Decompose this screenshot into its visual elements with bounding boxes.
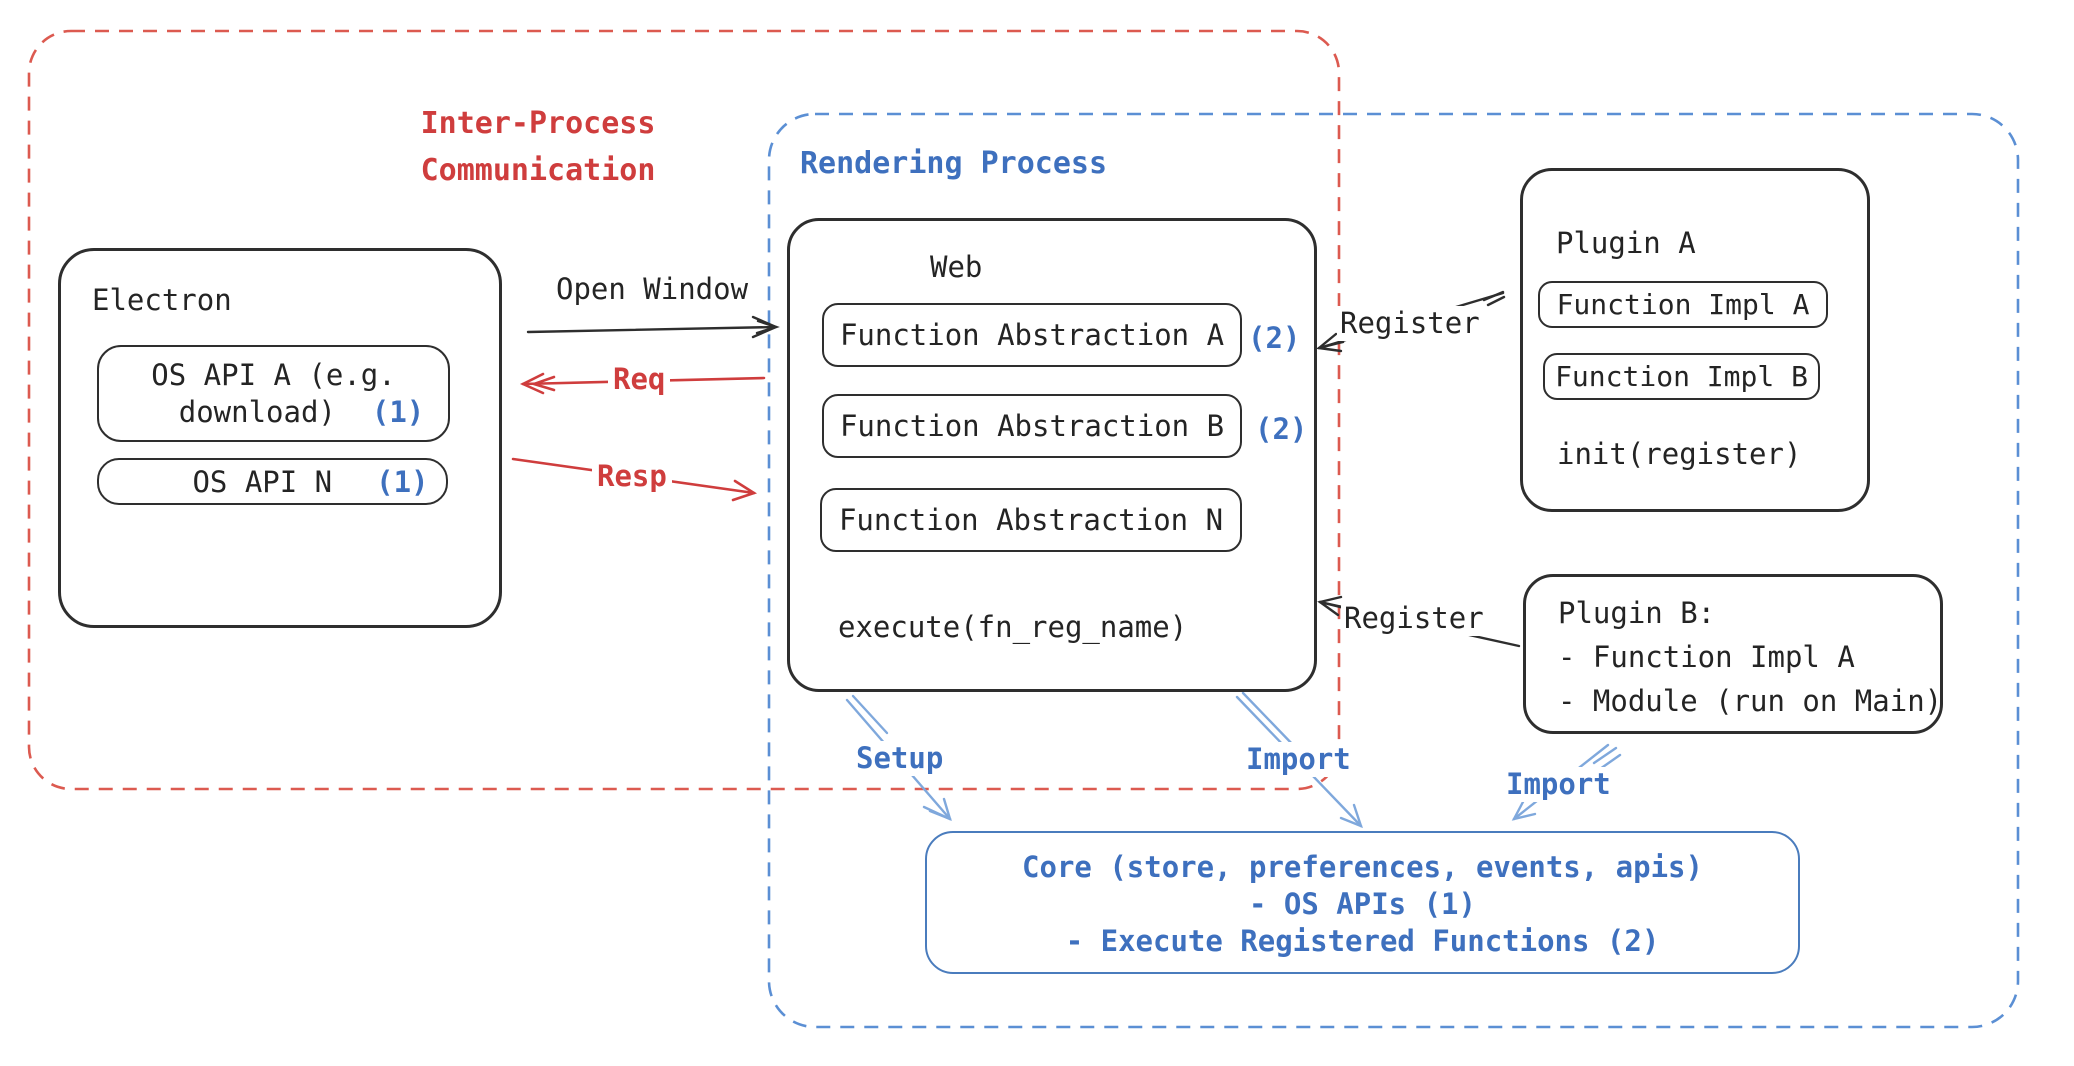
core-line1: Core (store, preferences, events, apis) [1022,850,1703,884]
ipc-label-line2: Communication [420,153,656,188]
core-line2: - OS APIs (1) [1249,887,1476,921]
core-line3: - Execute Registered Functions (2) [1065,924,1660,958]
resp-label: Resp [592,459,672,494]
rendering-region-label: Rendering Process [800,146,1108,181]
plugin-b-line1: Plugin B: [1558,596,1716,630]
function-abstraction-n-box: Function Abstraction N [820,488,1242,552]
os-api-n-label: OS API N [192,464,333,499]
register-b-label: Register [1341,601,1487,636]
function-impl-b-box: Function Impl B [1543,353,1820,400]
ipc-region-label: Inter-Process Communication [413,100,663,194]
rendering-region-border [767,112,2020,1029]
ipc-region-border [27,29,1341,791]
function-abstraction-b-box: Function Abstraction B [822,394,1242,458]
open-window-arrow [526,315,780,339]
plugin-b-line2: - Function Impl A [1558,640,1855,674]
function-impl-a-box: Function Impl A [1538,281,1828,328]
os-api-n-marker: (1) [376,464,429,499]
setup-label: Setup [851,741,949,776]
function-abstraction-b-marker: (2) [1255,412,1308,446]
import-plugin-label: Import [1501,767,1616,802]
web-box [787,218,1317,692]
req-label: Req [608,362,671,397]
import-web-label: Import [1241,742,1356,777]
os-api-a-line1: OS API A (e.g. [151,357,396,392]
electron-title: Electron [92,283,232,317]
os-api-a-line2: download) [178,394,336,429]
os-api-a-marker: (1) [371,394,425,429]
plugin-a-box [1520,168,1870,512]
web-title: Web [930,250,983,284]
function-abstraction-a-marker: (2) [1248,321,1301,355]
os-api-a-box: OS API A (e.g. download) (1) [97,345,450,442]
os-api-n-box: OS API N (1) [97,458,448,505]
core-box: Core (store, preferences, events, apis) … [925,831,1800,974]
plugin-b-box: Plugin B: - Function Impl A - Module (ru… [1523,574,1943,734]
ipc-label-line1: Inter-Process [420,106,656,141]
electron-box [58,248,502,628]
register-a-label: Register [1337,306,1483,341]
execute-label: execute(fn_reg_name) [838,610,1188,644]
function-abstraction-a-box: Function Abstraction A [822,303,1242,367]
init-register-label: init(register) [1557,437,1802,471]
plugin-a-title: Plugin A [1556,226,1696,260]
plugin-b-line3: - Module (run on Main) [1558,684,1943,718]
open-window-label: Open Window [556,272,749,306]
